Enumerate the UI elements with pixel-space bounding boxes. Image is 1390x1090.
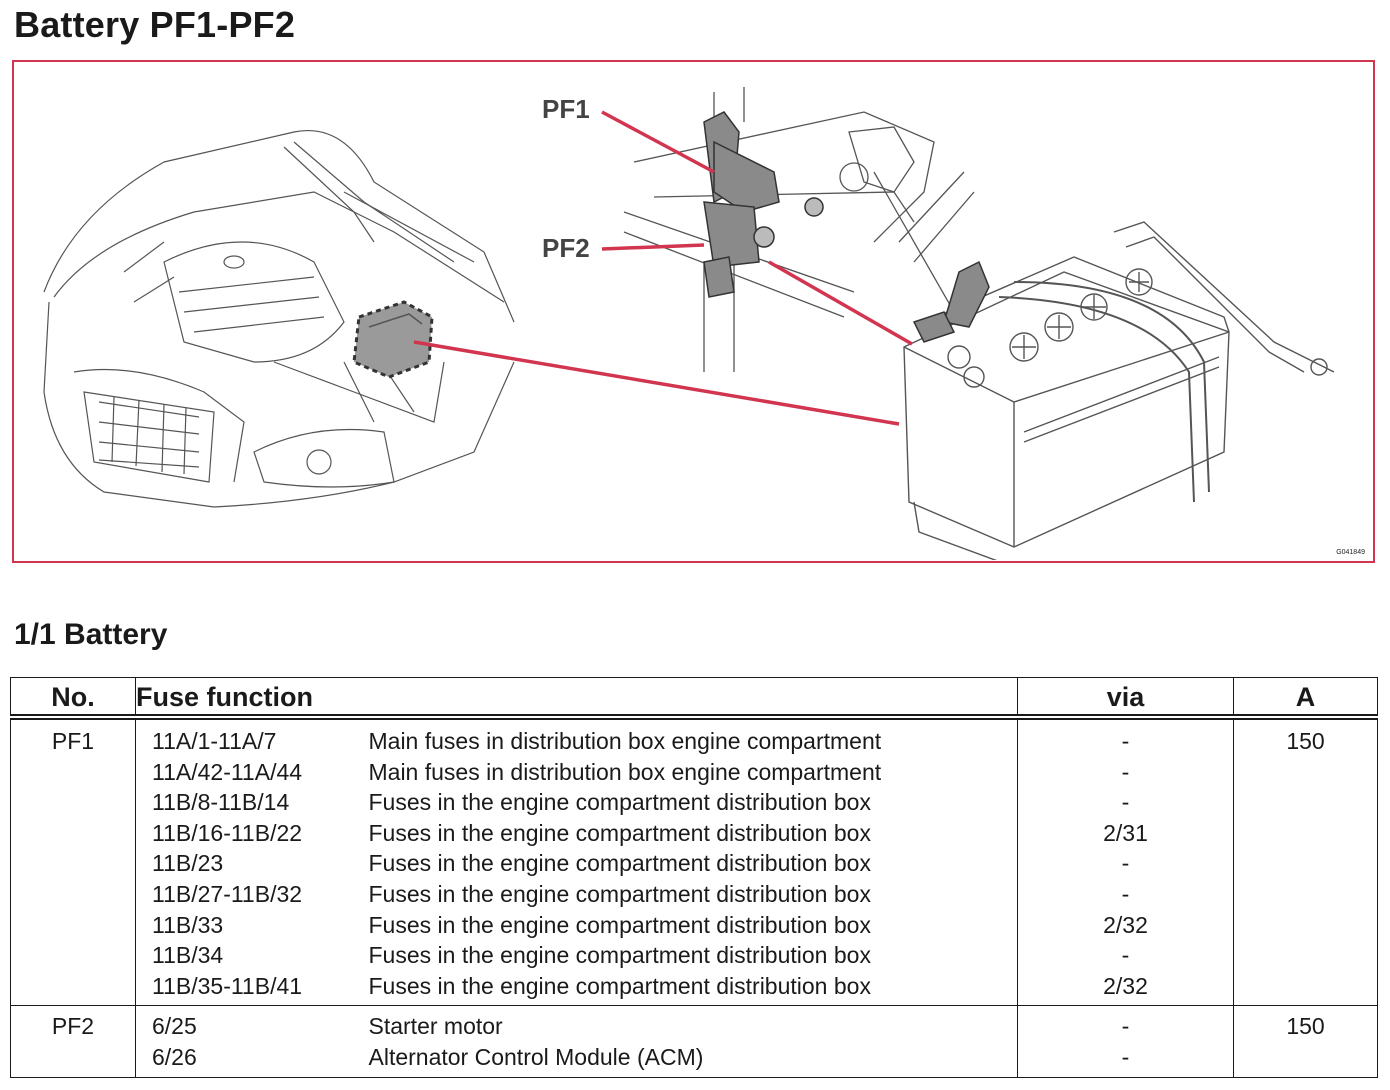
fuse-via: - <box>1017 940 1234 971</box>
fuse-amperage: 150 <box>1233 1005 1378 1042</box>
callout-pf2: PF2 <box>542 233 590 263</box>
table-row: 11B/34 Fuses in the engine compartment d… <box>10 940 1378 971</box>
table-row: 11B/35-11B/41 Fuses in the engine compar… <box>10 970 1378 1007</box>
table-row: 11B/8-11B/14 Fuses in the engine compart… <box>10 787 1378 818</box>
fuse-description: Main fuses in distribution box engine co… <box>351 717 1018 757</box>
battery-illustration <box>903 221 1335 560</box>
callout-pf1: PF1 <box>542 94 590 124</box>
table-row: PF2 6/25 Starter motor - 150 <box>10 1005 1378 1042</box>
table-row: 6/26 Alternator Control Module (ACM) - <box>10 1041 1378 1078</box>
header-amp: A <box>1233 677 1378 720</box>
fuse-id: 11B/16-11B/22 <box>135 817 352 849</box>
fuse-via: - <box>1017 756 1234 788</box>
fuse-via: 2/32 <box>1017 909 1234 941</box>
table-row: 11B/27-11B/32 Fuses in the engine compar… <box>10 878 1378 910</box>
fuse-id: 11B/8-11B/14 <box>135 787 352 818</box>
fuse-description: Fuses in the engine compartment distribu… <box>351 909 1018 941</box>
terminal-cables <box>703 111 824 298</box>
fuse-via: - <box>1017 717 1234 757</box>
header-via: via <box>1017 677 1234 720</box>
fuse-description: Fuses in the engine compartment distribu… <box>351 817 1018 849</box>
fuse-description: Fuses in the engine compartment distribu… <box>351 878 1018 910</box>
battery-location-figure: PF1 PF2 G041849 <box>12 60 1375 563</box>
fuse-amperage: 150 <box>1233 717 1378 757</box>
callout-leader-lines <box>413 110 913 426</box>
table-row: 11B/33 Fuses in the engine compartment d… <box>10 909 1378 941</box>
fuse-description: Fuses in the engine compartment distribu… <box>351 970 1018 1007</box>
fuse-via: 2/32 <box>1017 970 1234 1007</box>
table-row: 11B/23 Fuses in the engine compartment d… <box>10 848 1378 879</box>
fuse-description: Alternator Control Module (ACM) <box>351 1041 1018 1078</box>
battery-location-highlight <box>352 300 434 379</box>
fuse-id: 6/26 <box>135 1041 352 1078</box>
section-title: 1/1 Battery <box>14 618 168 651</box>
fuse-id: 11B/27-11B/32 <box>135 878 352 910</box>
page-title: Battery PF1-PF2 <box>14 4 296 45</box>
fuse-via: 2/31 <box>1017 817 1234 849</box>
table-row: 11A/42-11A/44 Main fuses in distribution… <box>10 756 1378 788</box>
table-row: PF1 11A/1-11A/7 Main fuses in distributi… <box>10 717 1378 757</box>
fuse-via: - <box>1017 1041 1234 1078</box>
fuse-description: Starter motor <box>351 1005 1018 1042</box>
fuse-description: Fuses in the engine compartment distribu… <box>351 848 1018 879</box>
fuse-via: - <box>1017 787 1234 818</box>
header-fuse-function: Fuse function <box>135 677 1018 720</box>
fuse-id: 11B/35-11B/41 <box>135 970 352 1007</box>
table-header-row: No. Fuse function via A <box>10 677 1378 720</box>
car-engine-bay-illustration <box>43 130 515 508</box>
fuse-id: 11A/1-11A/7 <box>135 717 352 757</box>
fuse-id: 11B/33 <box>135 909 352 941</box>
battery-terminal-cable <box>912 260 990 343</box>
fuse-via: - <box>1017 848 1234 879</box>
header-no: No. <box>10 677 136 720</box>
fuse-id: 6/25 <box>135 1005 352 1042</box>
fuse-via: - <box>1017 878 1234 910</box>
fuse-description: Main fuses in distribution box engine co… <box>351 756 1018 788</box>
fuse-description: Fuses in the engine compartment distribu… <box>351 940 1018 971</box>
fuse-number: PF2 <box>10 1005 136 1042</box>
table-row: 11B/16-11B/22 Fuses in the engine compar… <box>10 817 1378 849</box>
fuse-description: Fuses in the engine compartment distribu… <box>351 787 1018 818</box>
figure-code: G041849 <box>1336 549 1365 556</box>
fuse-id: 11A/42-11A/44 <box>135 756 352 788</box>
fuse-table: No. Fuse function via A PF1 11A/1-11A/7 … <box>10 677 1378 1078</box>
fuse-id: 11B/23 <box>135 848 352 879</box>
fuse-number: PF1 <box>10 717 136 757</box>
fuse-via: - <box>1017 1005 1234 1042</box>
fuse-id: 11B/34 <box>135 940 352 971</box>
